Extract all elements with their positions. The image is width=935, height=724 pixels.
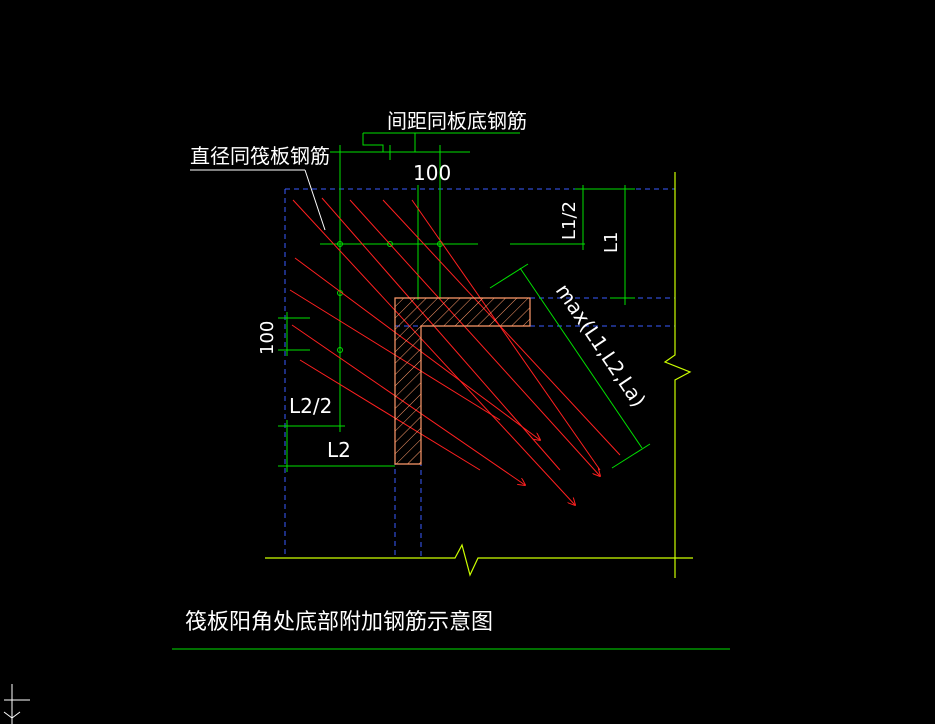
dimension-lines <box>172 132 730 650</box>
caption-title: 筏板阳角处底部附加钢筋示意图 <box>185 610 493 635</box>
dim-l2-label: L2 <box>327 438 351 462</box>
rebar-dots <box>337 241 443 353</box>
dim-l2-half-label: L2/2 <box>289 394 332 418</box>
label-leaders <box>190 169 326 231</box>
ucs-icon <box>3 684 30 724</box>
dim-l1-label: L1 <box>601 232 622 253</box>
dim-l1-half-label: L1/2 <box>559 201 580 240</box>
dim-max-label: max(L1,L2,La) <box>551 279 651 411</box>
additional-rebars <box>289 197 621 505</box>
spacing-note-label: 间距同板底钢筋 <box>387 109 527 133</box>
dim-100-left-label: 100 <box>257 321 278 355</box>
break-lines <box>265 172 693 578</box>
column-section <box>394 297 531 465</box>
diameter-note-label: 直径同筏板钢筋 <box>190 144 330 168</box>
dim-100-top-label: 100 <box>413 161 451 185</box>
